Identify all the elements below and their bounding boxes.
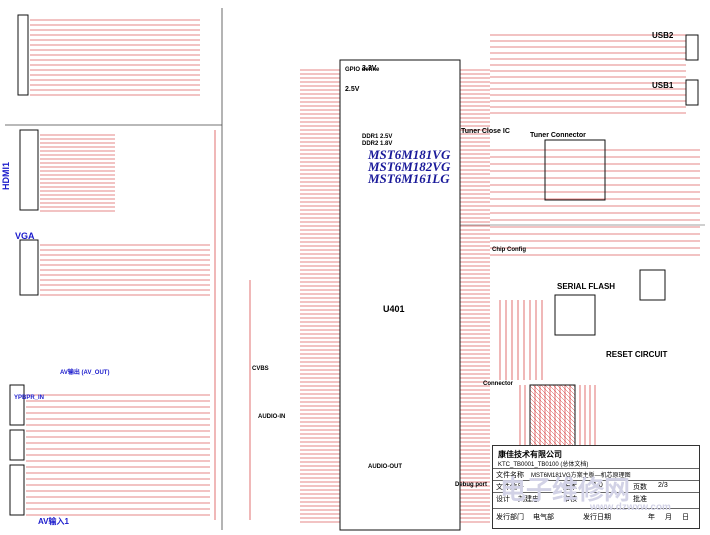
serial-flash-chip <box>554 294 596 336</box>
tb-subtitle: KTC_TB0001_TB0100 (总体文档) <box>498 462 589 468</box>
v25-label: 2.5V <box>345 86 360 93</box>
tuner-label: Tuner Close IC <box>461 128 510 135</box>
ypbpr-jack-block <box>9 384 25 426</box>
usb2-connector <box>685 34 699 61</box>
tb-date-label: 发行日期 <box>583 514 611 521</box>
tb-file-name: MST6M181VG方案主板—机芯原理图 <box>531 473 631 479</box>
av-jack-block <box>9 464 25 516</box>
reset-label: RESET CIRCUIT <box>606 350 668 359</box>
tb-check-label: 审核 <box>563 496 577 503</box>
tb-version: 1.0 <box>593 482 603 489</box>
reset-ic <box>639 269 666 301</box>
debug-label: Debug port <box>455 482 487 488</box>
v33-label: 3.3V <box>362 65 377 72</box>
tb-approve-label: 批准 <box>633 496 647 503</box>
tb-page: 2/3 <box>658 482 668 489</box>
tb-month-label: 月 <box>665 514 672 521</box>
usb1-connector <box>685 79 699 106</box>
vga-connector <box>19 239 39 296</box>
usb2-label: USB2 <box>652 31 674 40</box>
audio-out-label: AUDIO-OUT <box>368 464 402 470</box>
av-label: AV输入1 <box>38 517 69 526</box>
tb-file-name-label: 文件名称 <box>496 472 524 479</box>
vga-label: VGA <box>15 231 35 241</box>
audio-in-label: AUDIO-IN <box>258 414 286 420</box>
chip-name-1: MST6M181VG <box>368 147 451 162</box>
tb-company: 康佳技术有限公司 <box>498 450 562 459</box>
hdmi-label: HDMI1 <box>1 161 11 190</box>
tuner-block <box>544 139 606 201</box>
tb-day-label: 日 <box>682 514 689 521</box>
tb-doc-no-label: 文件编号 <box>496 484 524 491</box>
gpio-label: GPIO define <box>345 67 380 73</box>
chip-name-2: MST6M182VG <box>368 159 451 174</box>
cvbs-label: CVBS <box>252 366 269 372</box>
tb-page-label: 页数 <box>633 484 647 491</box>
chip-name-3: MST6M161LG <box>368 171 450 186</box>
main-ic-body <box>339 59 461 531</box>
wire-network <box>26 19 700 523</box>
top-left-connector <box>17 14 29 96</box>
tb-designer: 刘建忠 <box>518 496 539 503</box>
ddr2-label: DDR2 1.8V <box>362 141 393 147</box>
usb1-label: USB1 <box>652 81 674 90</box>
tb-dept: 电气部 <box>533 514 554 521</box>
title-block: 康佳技术有限公司 KTC_TB0001_TB0100 (总体文档) 文件名称 M… <box>492 445 700 529</box>
watermark-main: 电子维修网 <box>500 475 631 505</box>
serial-flash-label: SERIAL FLASH <box>557 282 616 291</box>
audio-jack-block <box>9 429 25 461</box>
connector-label: Connector <box>483 381 513 387</box>
ypbpr-label: YPBPR_IN <box>14 395 45 401</box>
tb-version-label: 版本 <box>563 484 577 491</box>
watermark-url: www.dzwxw.com <box>590 502 671 513</box>
tuner-connector-label: Tuner Connector <box>530 132 586 139</box>
tb-dept-label: 发行部门 <box>496 514 524 521</box>
ddr1-label: DDR1 2.5V <box>362 134 393 140</box>
av-out-label: AV输出 (AV_OUT) <box>60 370 110 376</box>
chip-ref: U401 <box>383 304 405 314</box>
tb-year-label: 年 <box>648 514 655 521</box>
tb-design-label: 设计 <box>496 496 510 503</box>
hdmi-connector <box>19 129 39 211</box>
chip-config-label: Chip Config <box>492 247 526 253</box>
